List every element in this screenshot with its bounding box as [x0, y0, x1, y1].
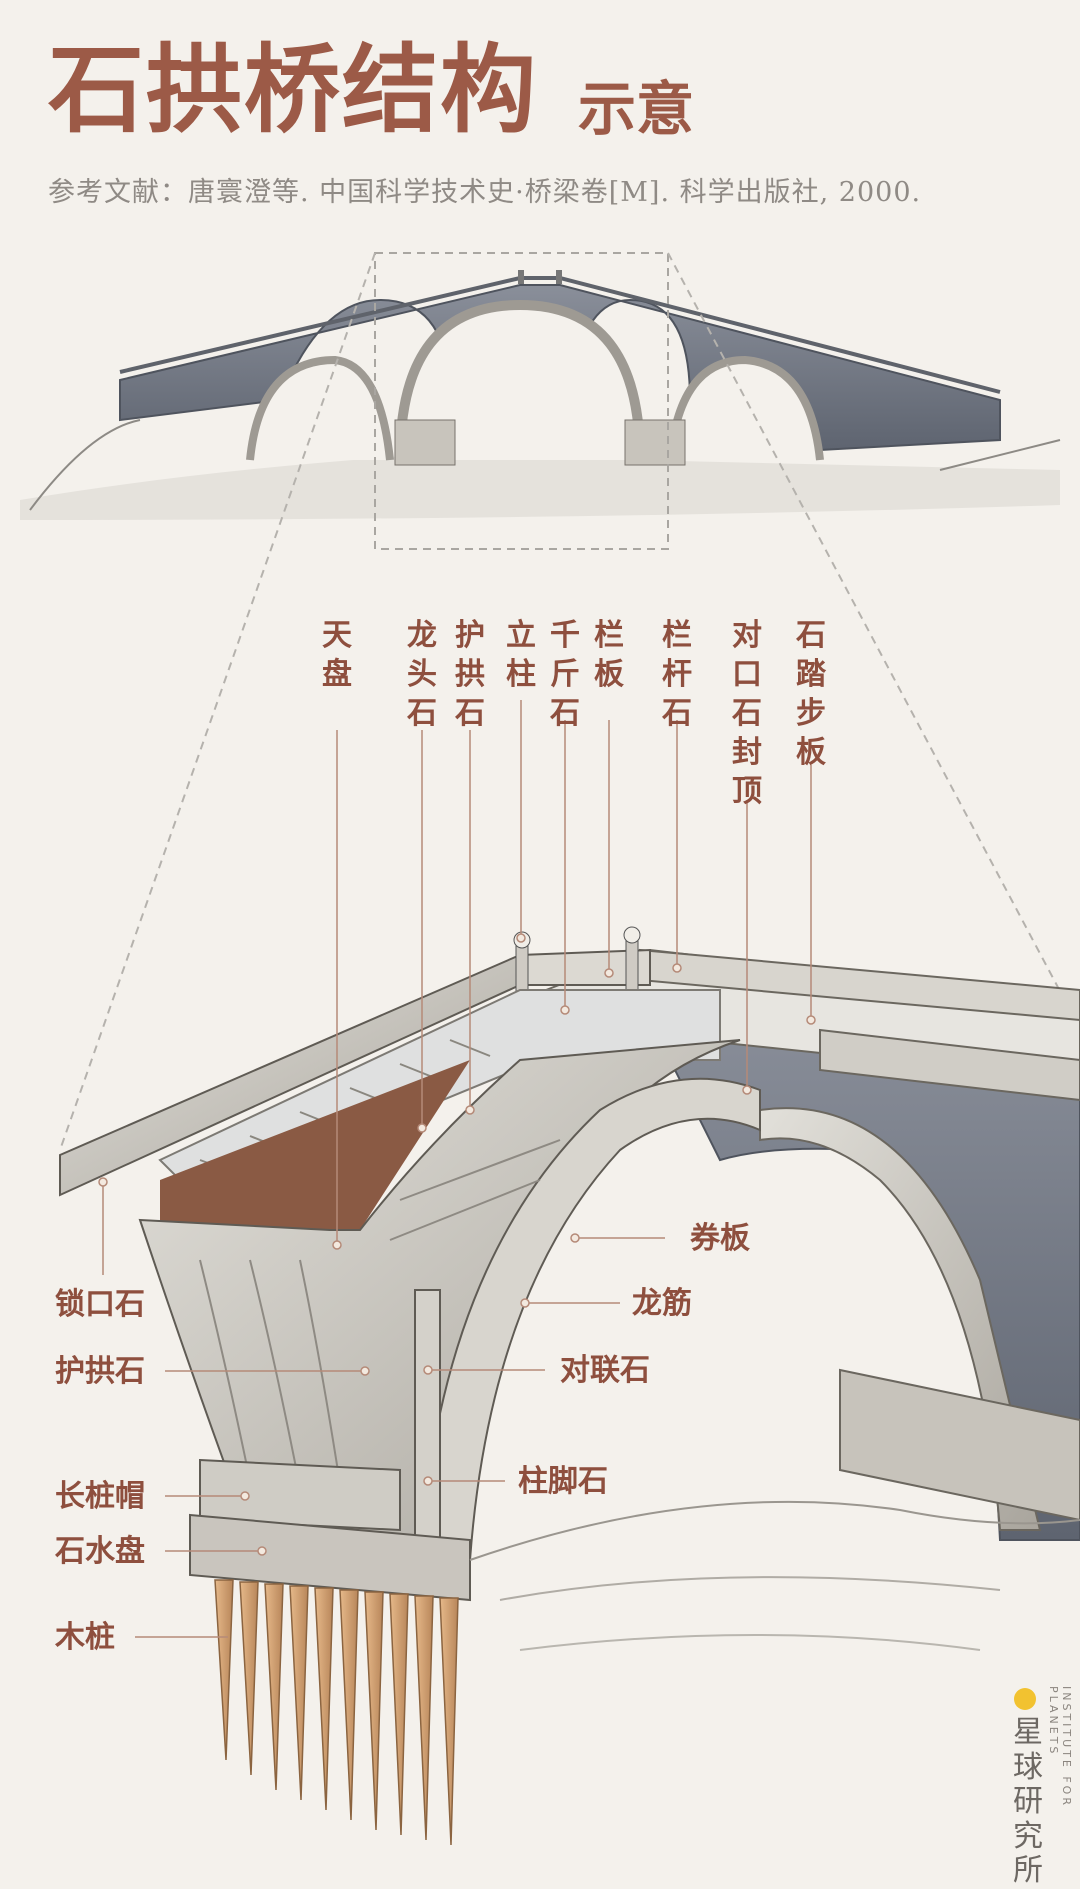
- cutaway-bridge: [59, 926, 1080, 1846]
- label-suokoushi: 锁口石: [55, 1287, 145, 1322]
- brand-logo-dot: [1014, 1688, 1036, 1710]
- label-quanban: 券板: [690, 1221, 750, 1256]
- page-subtitle: 示意: [578, 75, 695, 143]
- leader-lines: [102, 700, 812, 1638]
- label-hugongshi-top: 护拱石: [455, 618, 485, 731]
- label-hugongshi-left: 护拱石: [55, 1354, 145, 1389]
- label-longtoushi: 龙头石: [407, 618, 437, 731]
- label-zhujiaoshi: 柱脚石: [518, 1464, 608, 1499]
- label-longjin: 龙筋: [632, 1286, 692, 1321]
- label-langanshi: 栏杆石: [662, 618, 692, 731]
- label-duilianshi: 对联石: [560, 1353, 650, 1388]
- leader-dots: [98, 933, 816, 1556]
- label-muzhuang: 木桩: [55, 1620, 115, 1655]
- page-title: 石拱桥结构: [48, 33, 538, 146]
- label-shishuipan: 石水盘: [55, 1534, 145, 1569]
- brand-english: INSTITUTE FOR PLANETS: [1047, 1686, 1073, 1808]
- zoom-frame: [374, 252, 669, 550]
- label-lanban: 栏板: [594, 618, 624, 692]
- label-lizhu: 立柱: [506, 618, 536, 692]
- label-shitabuban: 石踏步板: [796, 618, 826, 770]
- label-tianpan: 天盘: [322, 618, 352, 692]
- label-qianjinshi: 千斤石: [550, 618, 580, 731]
- brand-name: 星球研究所: [1013, 1715, 1043, 1888]
- reference-citation: 参考文献：唐寰澄等. 中国科学技术史·桥梁卷[M]. 科学出版社, 2000.: [48, 177, 922, 208]
- label-changzhuangmao: 长桩帽: [55, 1479, 145, 1514]
- label-duikoushi: 对口石封顶: [732, 618, 762, 809]
- overview-bridge: [20, 270, 1061, 520]
